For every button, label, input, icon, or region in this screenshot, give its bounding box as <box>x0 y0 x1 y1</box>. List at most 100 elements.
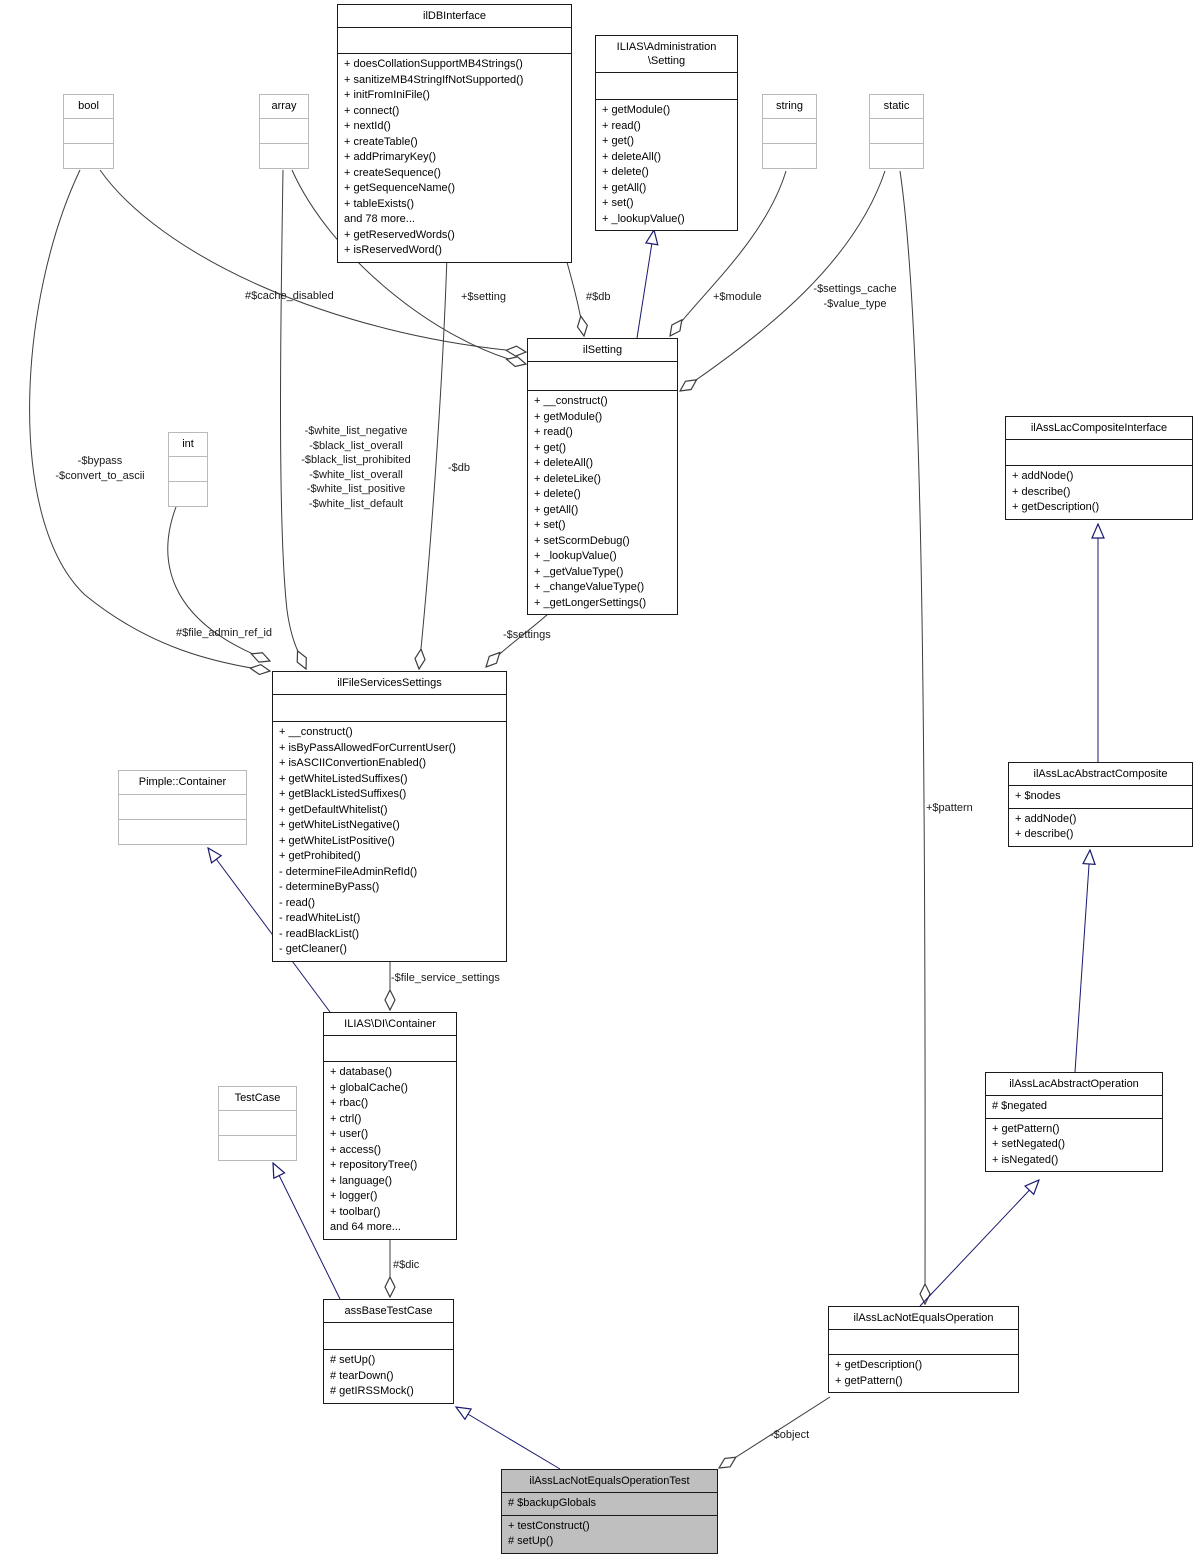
class-methods <box>763 143 816 168</box>
class-attributes <box>1006 439 1192 465</box>
edge-string-ilsetting <box>670 170 787 336</box>
class-attributes <box>119 794 246 819</box>
member-row: and 64 more... <box>330 1221 401 1233</box>
member-row: + describe() <box>1012 485 1071 498</box>
edge-label-setting: +$setting <box>461 291 506 303</box>
member-row: + repositoryTree() <box>330 1159 418 1171</box>
class-title: Pimple::Container <box>138 776 227 788</box>
edge-label-bypass: -$bypass -$convert_to_ascii <box>55 455 145 482</box>
class-composite-interface: ilAssLacCompositeInterface + addNode() + … <box>1005 416 1193 520</box>
member-row: + access() <box>330 1143 382 1156</box>
member-row: + createSequence() <box>344 166 441 179</box>
member-row: + getReservedWords() <box>344 228 455 241</box>
member-row: + getModule() <box>602 104 671 116</box>
class-attributes <box>528 361 677 390</box>
class-testcase: TestCase <box>218 1086 297 1161</box>
member-row: + _getLongerSettings() <box>534 596 647 609</box>
edge-test-extends-assbasetestcase <box>456 1407 561 1470</box>
class-title: ilAssLacNotEqualsOperation <box>853 1312 994 1324</box>
member-row: + getPattern() <box>992 1122 1060 1135</box>
edge-ildbinterface-fileservices <box>419 254 448 669</box>
class-bool: bool <box>63 94 114 169</box>
class-methods: + addNode() + describe() <box>1009 807 1192 846</box>
class-methods: # setUp()# tearDown()# getIRSSMock() <box>324 1349 453 1403</box>
member-row: # tearDown() <box>330 1369 394 1382</box>
class-pimple-container: Pimple::Container <box>118 770 247 845</box>
class-attributes <box>219 1110 296 1135</box>
edge-int-fileservices <box>167 506 270 661</box>
class-title: assBaseTestCase <box>344 1305 433 1317</box>
class-methods <box>64 143 113 168</box>
class-static: static <box>869 94 924 169</box>
member-row: + isNegated() <box>992 1153 1059 1166</box>
class-methods: + getPattern()+ setNegated()+ isNegated(… <box>986 1117 1162 1172</box>
edge-label-file-admin-ref-id: #$file_admin_ref_id <box>176 627 273 639</box>
class-methods: + __construct() + getModule() + read() + ge… <box>528 390 677 614</box>
member-row: + ctrl() <box>330 1112 362 1125</box>
edge-label-white-lists: -$white_list_negative -$black_list_overa… <box>301 425 411 510</box>
class-title: int <box>182 438 194 450</box>
class-title: static <box>883 100 910 112</box>
class-attributes: # $negated <box>986 1095 1162 1118</box>
member-row: + read() <box>602 119 641 132</box>
edge-label-db2: -$db <box>448 462 471 474</box>
class-title: ilSetting <box>582 344 623 356</box>
member-row: + __construct() <box>534 395 608 407</box>
class-methods <box>119 819 246 844</box>
member-row: + addPrimaryKey() <box>344 151 437 163</box>
member-row: + getAll() <box>602 181 647 194</box>
member-row: + describe() <box>1015 828 1074 840</box>
edge-bool-ilsetting <box>99 169 526 352</box>
edge-label-pattern: +$pattern <box>926 802 973 814</box>
member-row: + getBlackListedSuffixes() <box>279 788 407 800</box>
edge-label-settings: -$settings <box>503 629 551 641</box>
class-attributes <box>169 456 207 481</box>
member-row: + isByPassAllowedForCurrentUser() <box>279 741 456 754</box>
edge-notequalsoperation-test <box>719 1396 831 1468</box>
class-di-container: ILIAS\DI\Container + database()+ globalC… <box>323 1012 457 1240</box>
member-row: + get() <box>534 441 567 454</box>
class-methods: + doesCollationSupportMB4Strings()+ sani… <box>338 53 571 262</box>
edge-label-object: -$object <box>770 1429 810 1441</box>
member-row: + delete() <box>534 488 581 500</box>
edge-notequalsoperation-extends-abstractoperation <box>919 1180 1039 1307</box>
member-row: + _getValueType() <box>534 565 624 578</box>
class-attributes <box>338 27 571 53</box>
class-title: ilAssLacCompositeInterface <box>1030 422 1168 434</box>
member-row: + database() <box>330 1066 393 1078</box>
member-row: + getSequenceName() <box>344 182 455 194</box>
class-methods <box>219 1135 296 1160</box>
class-attributes <box>64 118 113 143</box>
member-row: + addNode() <box>1012 470 1074 482</box>
class-title: TestCase <box>234 1092 281 1104</box>
member-row: + set() <box>602 197 634 209</box>
member-row: - read() <box>279 896 316 909</box>
member-row: + delete() <box>602 166 649 178</box>
member-row: + toolbar() <box>330 1205 381 1218</box>
member-row: # setUp() <box>508 1535 554 1547</box>
member-row: - readWhiteList() <box>279 912 361 924</box>
class-title: ilAssLacNotEqualsOperationTest <box>529 1475 690 1487</box>
edge-label-cache-disabled: #$cache_disabled <box>245 290 334 302</box>
member-row: # $backupGlobals <box>508 1497 597 1509</box>
class-title: ilDBInterface <box>423 10 486 22</box>
member-row: # setUp() <box>330 1354 376 1366</box>
member-row: - determineByPass() <box>279 881 380 893</box>
member-row: + addNode() <box>1015 812 1077 825</box>
class-ass-base-testcase: assBaseTestCase # setUp()# tearDown()# g… <box>323 1299 454 1404</box>
member-row: + read() <box>534 426 573 438</box>
class-methods: + __construct()+ isByPassAllowedForCurre… <box>273 721 506 961</box>
class-methods <box>260 143 308 168</box>
class-methods: + getModule()+ read()+ get()+ deleteAll(… <box>596 99 737 230</box>
member-row: + isReservedWord() <box>344 244 442 256</box>
class-title: ilAssLacAbstractOperation <box>1009 1078 1139 1090</box>
class-attributes <box>596 72 737 99</box>
member-row: + setScormDebug() <box>534 534 630 547</box>
class-methods <box>870 143 923 168</box>
class-title: ilAssLacAbstractComposite <box>1033 768 1168 780</box>
member-row: + doesCollationSupportMB4Strings() <box>344 58 523 70</box>
edge-static-ilsetting <box>680 170 886 391</box>
class-methods: + getDescription()+ getPattern() <box>829 1354 1018 1392</box>
member-row: + getModule() <box>534 410 603 423</box>
